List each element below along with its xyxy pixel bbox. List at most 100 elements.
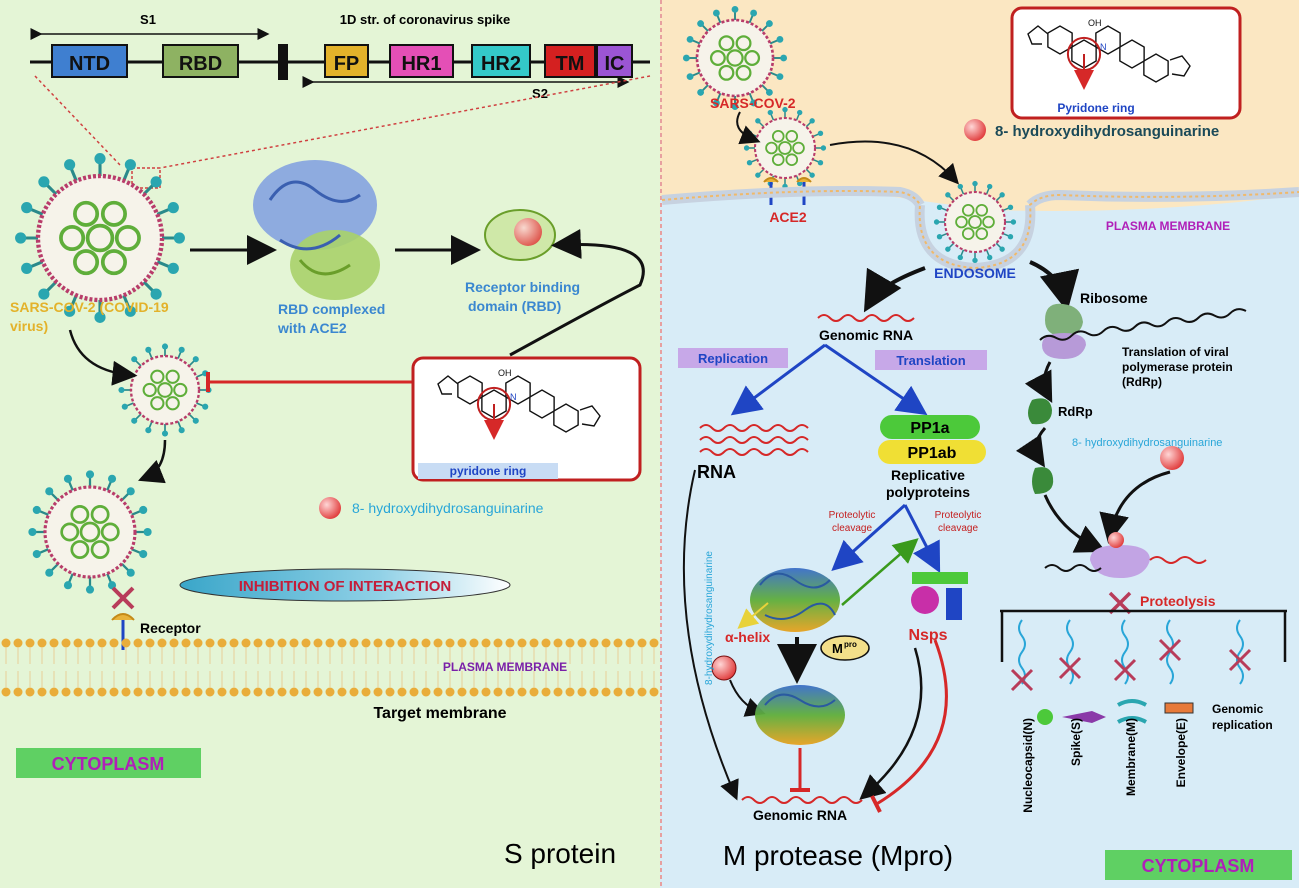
replicative-line2: polyproteins [886, 484, 970, 500]
ribosome-label: Ribosome [1080, 290, 1148, 306]
s1-label: S1 [140, 12, 156, 27]
svg-text:N: N [510, 392, 517, 402]
right-cytoplasm-label: CYTOPLASM [1142, 856, 1255, 876]
rdrp-shape-2 [1032, 467, 1054, 494]
arrow-to-endosome [829, 140, 960, 185]
genomic-rna-wave [817, 314, 915, 322]
inhibition-badge [179, 568, 511, 602]
mpro-title: M protease (Mpro) [723, 840, 953, 871]
product-x-3 [1158, 638, 1182, 662]
cleavage-right: cleavage [938, 523, 978, 534]
mpro-sup: pro [844, 640, 857, 649]
virus-mid [118, 343, 212, 437]
right-virus-label: SARS-COV-2 [710, 95, 796, 111]
virus-label-line2: virus) [10, 318, 48, 334]
nsps-inhibit-bar [870, 795, 882, 813]
left-plasma-membrane-label: PLASMA MEMBRANE [443, 660, 567, 674]
arrow-virus-bind [736, 111, 761, 145]
domain-ntd-label: NTD [69, 53, 110, 75]
left-cytoplasm-label: CYTOPLASM [52, 754, 165, 774]
pyridone-label-right: Pyridone ring [1057, 101, 1134, 115]
domain-fp-box [324, 44, 369, 78]
translation-viral-3: (RdRp) [1122, 375, 1162, 389]
s2-label: S2 [532, 86, 548, 101]
svg-text:OH: OH [1088, 18, 1102, 28]
translation-badge [875, 350, 987, 370]
rdrp-shape [1028, 398, 1052, 425]
product-rna-4 [1236, 619, 1244, 685]
arrow-endosome-to-rna [863, 266, 926, 313]
replication-badge [678, 348, 788, 368]
domain-tm-label: TM [556, 53, 585, 75]
genomic-rna-bottom-wave [741, 796, 863, 804]
arrow-endosome-to-ribosome [1029, 260, 1080, 312]
alpha-helix-label: α-helix [725, 629, 770, 645]
translation-viral-2: polymerase protein [1122, 360, 1233, 374]
domain-ntd-box [51, 44, 128, 78]
domain-ic-box [596, 44, 633, 78]
cell-interior [660, 191, 1299, 330]
product-label-3: Envelope(E) [1174, 718, 1188, 787]
product-rna-0 [1018, 619, 1026, 685]
domain-rbd-label: RBD [179, 53, 222, 75]
rbd-ace2-line2: with ACE2 [277, 320, 347, 336]
receptor [111, 586, 135, 650]
svg-text:N: N [1100, 42, 1107, 52]
translation-label: Translation [896, 353, 965, 368]
ace2-label: ACE2 [769, 209, 807, 225]
zoom-line-left [34, 75, 121, 166]
compound-label-mid: 8- hydroxydihydrosanguinarine [1072, 437, 1222, 449]
right-plasma-membrane-label: PLASMA MEMBRANE [1106, 219, 1230, 233]
rbd-ace2-complex [253, 160, 380, 300]
genomic-replication-2: replication [1212, 718, 1273, 732]
arrow-alpha-helix [737, 602, 769, 629]
product-x-0 [1010, 668, 1034, 692]
proteolysis-label: Proteolysis [1140, 593, 1216, 609]
arrow-virus-down-1 [68, 329, 138, 386]
proteolytic-left-1: Proteolytic [829, 510, 876, 521]
compound-label-left: 8- hydroxydihydrosanguinarine [352, 500, 544, 516]
spike-title: 1D str. of coronavirus spike [340, 12, 511, 27]
target-membrane-label: Target membrane [373, 705, 506, 722]
compound-label-top: 8- hydroxydihydrosanguinarine [995, 123, 1219, 140]
nsps-inhibit-line [874, 639, 948, 807]
arrow-virus-down-2 [138, 439, 167, 484]
rna-strands [699, 424, 809, 456]
virus-label-line1: SARS-COV-2 (COVID-19 [10, 299, 169, 315]
nsps-label: Nsps [908, 627, 947, 644]
envelope-icon [1164, 702, 1194, 714]
ribosome [1042, 303, 1086, 359]
rbd-ace2-line1: RBD complexed [278, 301, 385, 317]
domain-hr1-label: HR1 [401, 53, 441, 75]
pp1a-label: PP1a [910, 420, 949, 437]
compound-ball-rdrp [1160, 446, 1184, 470]
compound-ball-top [964, 119, 986, 141]
right-cytoplasm-badge [1105, 850, 1292, 880]
domain-hr2-label: HR2 [481, 53, 521, 75]
membrane-icon [1117, 699, 1147, 724]
arrow-to-mpro [831, 503, 907, 572]
genomic-rna-label: Genomic RNA [819, 327, 913, 343]
pp1ab-pill [878, 440, 986, 464]
virus-large [15, 153, 185, 323]
mrna-strand [1039, 308, 1247, 341]
arrow-mpro-cleavage [841, 538, 919, 606]
nsps-shapes [911, 572, 968, 620]
replicative-line1: Replicative [891, 467, 965, 483]
domain-ic-label: IC [605, 53, 625, 75]
proteolytic-right-1: Proteolytic [935, 510, 982, 521]
cleavage-left: cleavage [832, 523, 872, 534]
arrow-rdrp-to-complex [1043, 494, 1107, 553]
zoom-line-right [159, 75, 651, 169]
genomic-replication-1: Genomic [1212, 702, 1264, 716]
pp1a-pill [880, 415, 980, 439]
host-plasma-membrane [661, 186, 1299, 274]
arrow-compound-to-complex [1099, 470, 1171, 544]
virus-right-top [682, 5, 788, 111]
rbd-line2: domain (RBD) [468, 298, 561, 314]
s-protein-title: S protein [504, 838, 616, 869]
mpro-inhibited-protein [755, 685, 845, 745]
